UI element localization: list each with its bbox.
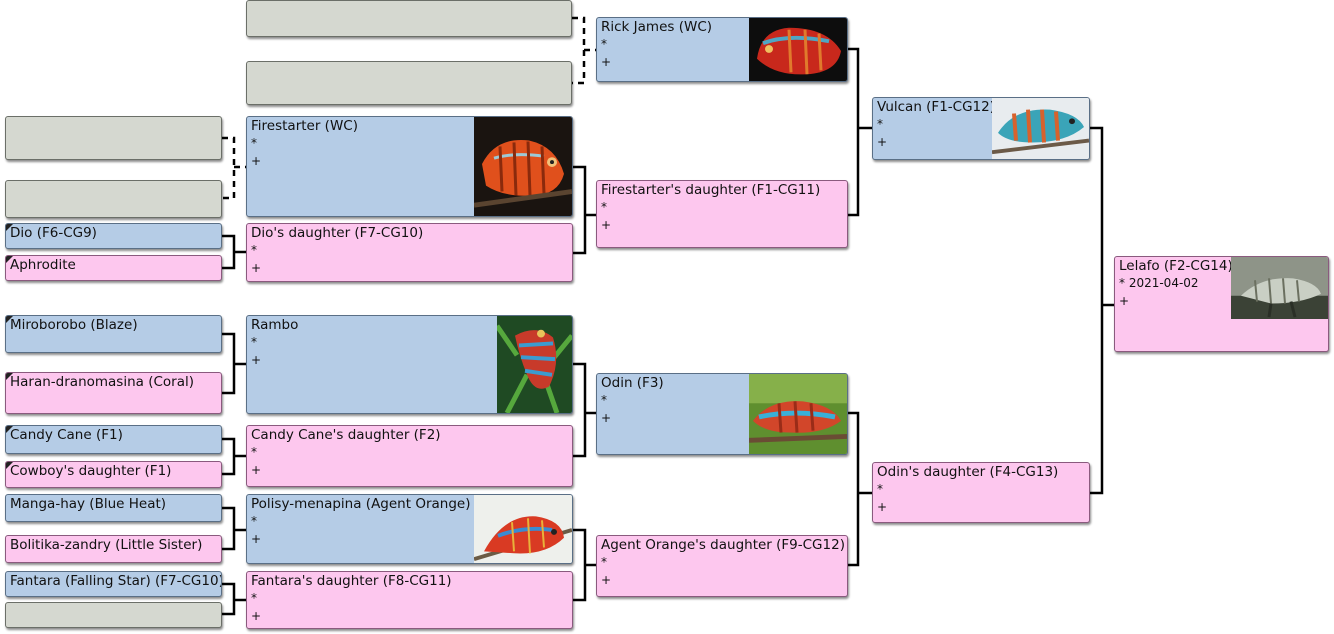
birth-line: *: [251, 591, 257, 605]
person-name: Rambo: [251, 317, 299, 333]
expand-marker[interactable]: [6, 224, 13, 231]
person-box-candy-cane[interactable]: Candy Cane (F1): [5, 425, 222, 454]
person-box-dios-daughter[interactable]: Dio's daughter (F7-CG10) * +: [246, 223, 573, 282]
expand-marker[interactable]: [6, 373, 13, 380]
expand-marker[interactable]: [6, 462, 13, 469]
person-box-firestarter[interactable]: Firestarter (WC) * +: [246, 116, 573, 217]
person-box-miroborobo[interactable]: Miroborobo (Blaze): [5, 315, 222, 353]
death-line: +: [877, 500, 888, 514]
person-name: Odin's daughter (F4-CG13): [877, 464, 1059, 480]
person-name: Vulcan (F1-CG12): [877, 99, 995, 115]
unknown-ancestor-box[interactable]: [5, 602, 222, 628]
person-box-haran[interactable]: Haran-dranomasina (Coral): [5, 372, 222, 414]
birth-line: * 2021-04-02: [1119, 276, 1199, 290]
birth-line: *: [601, 37, 607, 51]
death-line: +: [877, 135, 888, 149]
death-line: +: [251, 261, 262, 275]
person-box-manga-hay[interactable]: Manga-hay (Blue Heat): [5, 494, 222, 522]
chameleon-photo: [497, 316, 572, 413]
death-line: +: [601, 218, 612, 232]
person-name: Bolitika-zandry (Little Sister): [10, 537, 203, 553]
person-box-polisy[interactable]: Polisy-menapina (Agent Orange) * +: [246, 494, 573, 564]
chameleon-photo: [1231, 257, 1328, 319]
death-line: +: [251, 532, 262, 546]
person-name: Candy Cane (F1): [10, 427, 123, 443]
chameleon-photo: [474, 117, 572, 216]
person-name: Dio (F6-CG9): [10, 225, 97, 241]
birth-line: *: [601, 200, 607, 214]
death-line: +: [601, 411, 612, 425]
person-name: Agent Orange's daughter (F9-CG12): [601, 537, 845, 553]
person-name: Rick James (WC): [601, 19, 713, 35]
person-name: Haran-dranomasina (Coral): [10, 374, 195, 390]
person-box-dio[interactable]: Dio (F6-CG9): [5, 223, 222, 249]
birth-line: *: [251, 335, 257, 349]
unknown-ancestor-box[interactable]: [5, 180, 222, 218]
expand-marker[interactable]: [6, 426, 13, 433]
person-name: Fantara (Falling Star) (F7-CG10): [10, 573, 222, 589]
person-box-odin[interactable]: Odin (F3) * +: [596, 373, 848, 455]
chameleon-photo: [749, 18, 847, 81]
death-line: +: [1119, 294, 1130, 308]
person-box-agent-oranges-daughter[interactable]: Agent Orange's daughter (F9-CG12) * +: [596, 535, 848, 597]
death-line: +: [601, 55, 612, 69]
person-name: Cowboy's daughter (F1): [10, 463, 172, 479]
birth-line: *: [877, 117, 883, 131]
person-box-cowboys-daughter[interactable]: Cowboy's daughter (F1): [5, 461, 222, 488]
death-line: +: [251, 463, 262, 477]
expand-marker[interactable]: [6, 316, 13, 323]
person-name: Aphrodite: [10, 257, 76, 273]
chameleon-photo: [749, 374, 847, 454]
birth-line: *: [251, 243, 257, 257]
birth-line: *: [251, 445, 257, 459]
birth-line: *: [251, 514, 257, 528]
unknown-ancestor-box[interactable]: [246, 0, 572, 37]
unknown-ancestor-box[interactable]: [5, 116, 222, 160]
birth-line: *: [601, 555, 607, 569]
person-box-rick-james[interactable]: Rick James (WC) * +: [596, 17, 848, 82]
person-box-bolitika[interactable]: Bolitika-zandry (Little Sister): [5, 535, 222, 563]
person-name: Candy Cane's daughter (F2): [251, 427, 441, 443]
person-name: Manga-hay (Blue Heat): [10, 496, 167, 512]
death-line: +: [251, 609, 262, 623]
person-box-fantaras-daughter[interactable]: Fantara's daughter (F8-CG11) * +: [246, 571, 573, 629]
birth-line: *: [877, 482, 883, 496]
birth-line: *: [251, 136, 257, 150]
chameleon-photo: [992, 98, 1089, 159]
death-line: +: [601, 573, 612, 587]
person-name: Fantara's daughter (F8-CG11): [251, 573, 452, 589]
person-name: Miroborobo (Blaze): [10, 317, 138, 333]
person-name: Firestarter (WC): [251, 118, 358, 134]
death-line: +: [251, 353, 262, 367]
chameleon-photo: [474, 495, 572, 563]
person-name: Lelafo (F2-CG14): [1119, 258, 1233, 274]
person-box-aphrodite[interactable]: Aphrodite: [5, 255, 222, 281]
death-line: +: [251, 154, 262, 168]
birth-line: *: [601, 393, 607, 407]
person-box-candy-canes-daughter[interactable]: Candy Cane's daughter (F2) * +: [246, 425, 573, 487]
person-box-lelafo[interactable]: Lelafo (F2-CG14) * 2021-04-02 +: [1114, 256, 1329, 352]
person-box-fantara[interactable]: Fantara (Falling Star) (F7-CG10): [5, 571, 222, 597]
unknown-ancestor-box[interactable]: [246, 61, 572, 105]
person-name: Polisy-menapina (Agent Orange): [251, 496, 471, 512]
person-name: Dio's daughter (F7-CG10): [251, 225, 424, 241]
person-box-rambo[interactable]: Rambo * +: [246, 315, 573, 414]
person-box-vulcan[interactable]: Vulcan (F1-CG12) * +: [872, 97, 1090, 160]
person-box-firestarters-daughter[interactable]: Firestarter's daughter (F1-CG11) * +: [596, 180, 848, 248]
expand-marker[interactable]: [6, 256, 13, 263]
person-name: Odin (F3): [601, 375, 664, 391]
person-box-odins-daughter[interactable]: Odin's daughter (F4-CG13) * +: [872, 462, 1090, 523]
person-name: Firestarter's daughter (F1-CG11): [601, 182, 821, 198]
